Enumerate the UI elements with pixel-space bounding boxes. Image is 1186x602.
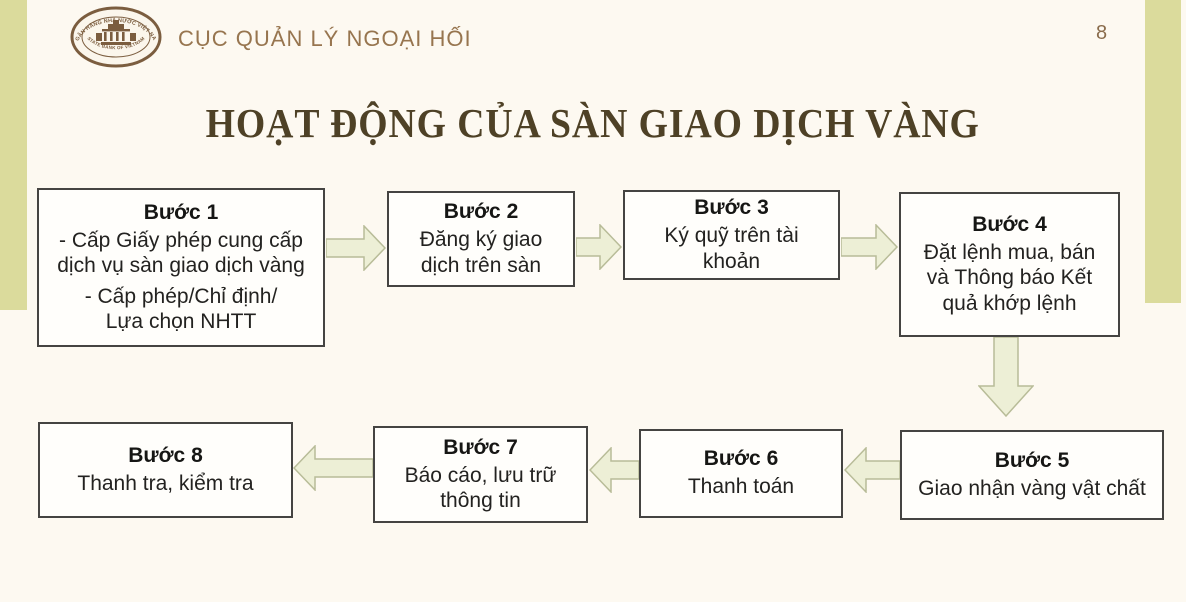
step-text-7: Báo cáo, lưu trữ thông tin	[404, 463, 557, 512]
arrow-down-icon	[978, 337, 1034, 417]
step-text-4: Đặt lệnh mua, bán và Thông báo Kết quả k…	[923, 241, 1096, 315]
arrow-left-icon-2	[589, 447, 639, 493]
step-text-5: Giao nhận vàng vật chất	[918, 476, 1146, 500]
step-label-2: Bước 2	[443, 200, 519, 224]
step-box-8: Bước 8 Thanh tra, kiểm tra	[38, 422, 293, 518]
step-label-8: Bước 8	[128, 443, 203, 467]
step-text-1a: - Cấp Giấy phép cung cấp dịch vụ sàn gia…	[57, 228, 305, 277]
page-number: 8	[1096, 22, 1108, 44]
org-name: CỤC QUẢN LÝ NGOẠI HỐI	[178, 26, 472, 51]
step-text-1b: - Cấp phép/Chỉ định/ Lựa chọn NHTT	[84, 285, 278, 334]
step-box-1: Bước 1 - Cấp Giấy phép cung cấp dịch vụ …	[37, 188, 325, 347]
step-label-6: Bước 6	[703, 447, 779, 471]
bank-building-icon	[96, 20, 136, 45]
arrow-right-icon-3	[841, 224, 898, 270]
arrow-left-icon-1	[844, 447, 900, 493]
step-box-2: Bước 2 Đăng ký giao dịch trên sàn	[387, 191, 575, 287]
state-bank-emblem-icon: NGÂN HÀNG NHÀ NƯỚC VIỆT NAM STATE BANK O…	[70, 6, 162, 68]
arrow-left-icon-3	[293, 445, 373, 491]
step-label-3: Bước 3	[694, 196, 769, 220]
right-side-band	[1145, 0, 1181, 303]
step-box-6: Bước 6 Thanh toán	[639, 429, 843, 518]
step-label-1: Bước 1	[143, 200, 219, 224]
step-label-5: Bước 5	[994, 448, 1070, 472]
step-text-8: Thanh tra, kiểm tra	[77, 471, 254, 495]
step-box-5: Bước 5 Giao nhận vàng vật chất	[900, 430, 1164, 520]
step-box-3: Bước 3 Ký quỹ trên tài khoản	[623, 190, 840, 280]
slide-title: HOẠT ĐỘNG CỦA SÀN GIAO DỊCH VÀNG	[0, 99, 1186, 147]
arrow-right-icon-2	[576, 224, 622, 270]
step-text-6: Thanh toán	[687, 475, 795, 499]
step-box-7: Bước 7 Báo cáo, lưu trữ thông tin	[373, 426, 588, 523]
step-label-4: Bước 4	[972, 213, 1047, 237]
step-box-4: Bước 4 Đặt lệnh mua, bán và Thông báo Kế…	[899, 192, 1120, 337]
slide-title-text: HOẠT ĐỘNG CỦA SÀN GIAO DỊCH VÀNG	[205, 100, 981, 146]
arrow-right-icon-1	[326, 225, 386, 271]
left-side-band	[0, 0, 27, 310]
step-text-3: Ký quỹ trên tài khoản	[664, 224, 799, 273]
step-text-2: Đăng ký giao dịch trên sàn	[419, 228, 543, 277]
step-label-7: Bước 7	[443, 435, 518, 459]
